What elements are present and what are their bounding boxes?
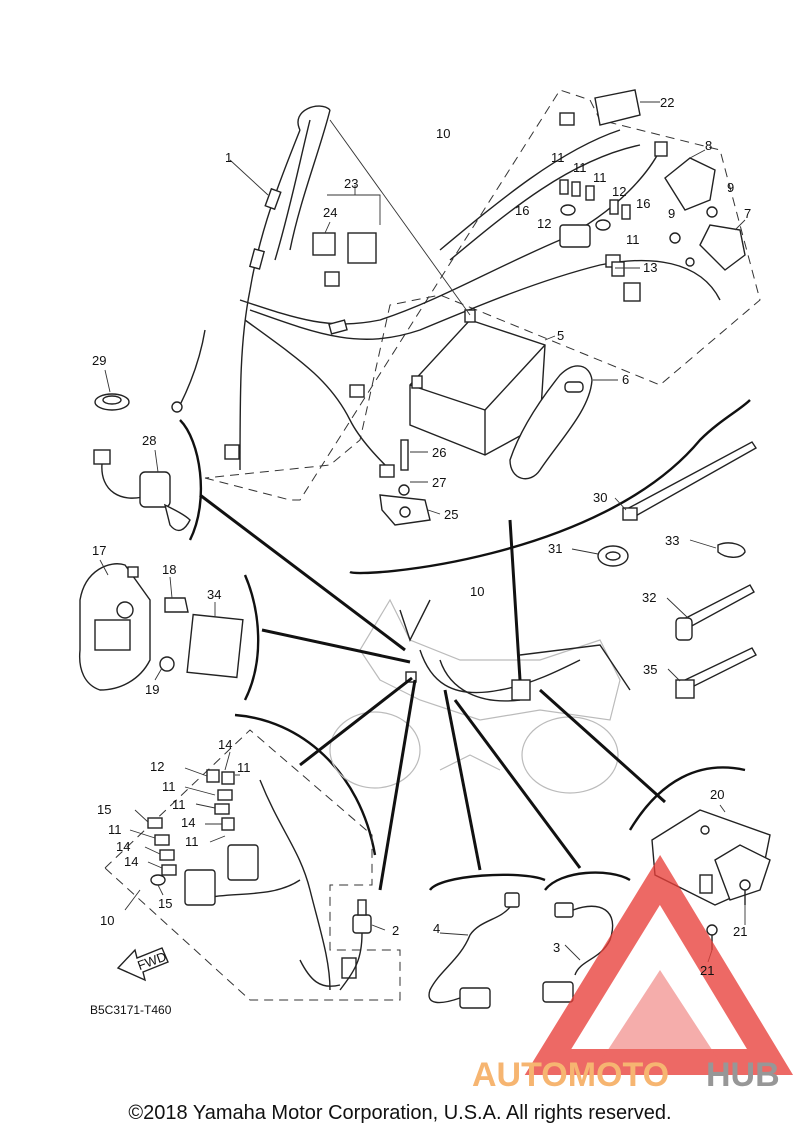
- motorcycle-silhouette: [329, 598, 631, 794]
- callout-11h: 11: [108, 822, 122, 837]
- callout-3: 3: [553, 940, 560, 955]
- callout-4: 4: [433, 921, 440, 936]
- battery-group: [409, 309, 618, 480]
- callout-28: 28: [142, 433, 156, 448]
- callout-12c: 12: [537, 216, 551, 231]
- callout-11f: 11: [172, 797, 186, 812]
- callout-7: 7: [744, 206, 751, 221]
- watermark-brand-1: AUTOMOTO: [472, 1056, 669, 1094]
- callout-32: 32: [642, 590, 656, 605]
- callout-16a: 16: [515, 203, 529, 218]
- upper-region-bracket: [349, 399, 751, 575]
- callout-13: 13: [643, 260, 657, 275]
- box-cover-group: [78, 559, 244, 691]
- lower-left-bracket: [234, 713, 377, 856]
- callout-18: 18: [162, 562, 176, 577]
- callout-9b: 9: [668, 206, 675, 221]
- callout-8: 8: [705, 138, 712, 153]
- callout-27: 27: [432, 475, 446, 490]
- callout-15a: 15: [97, 802, 111, 817]
- pointer-lines: [199, 493, 667, 891]
- upper-harness-group: [171, 89, 761, 501]
- callout-11b: 11: [593, 170, 607, 185]
- callout-31: 31: [548, 541, 562, 556]
- callout-6: 6: [622, 372, 629, 387]
- callout-34: 34: [207, 587, 221, 602]
- ecu-bracket: [628, 766, 746, 831]
- callout-labels: 1 2 3 4 5 6 7 8 9 9 10 10 10 11 11 11 11…: [90, 95, 751, 1017]
- watermark-brand-2: HUB: [706, 1056, 780, 1094]
- callout-23: 23: [344, 176, 358, 191]
- sensor-4-bracket: [429, 873, 546, 891]
- callout-26: 26: [432, 445, 446, 460]
- callout-35: 35: [643, 662, 657, 677]
- callout-21b: 21: [700, 963, 714, 978]
- callout-11c: 11: [626, 232, 640, 247]
- watermark-logo: AUTOMOTO HUB: [472, 855, 794, 1094]
- callout-9a: 9: [727, 180, 734, 195]
- sensor-4-group: [428, 892, 520, 1009]
- callout-14c: 14: [116, 839, 130, 854]
- ecu-group: [651, 804, 771, 963]
- callout-11e: 11: [162, 779, 176, 794]
- callout-21a: 21: [733, 924, 747, 939]
- callout-10c: 10: [100, 913, 114, 928]
- callout-11d: 11: [237, 760, 251, 775]
- callout-20: 20: [710, 787, 724, 802]
- callout-11g: 11: [185, 834, 199, 849]
- callout-5: 5: [557, 328, 564, 343]
- callout-19: 19: [145, 682, 159, 697]
- callout-10b: 10: [470, 584, 484, 599]
- callout-14b: 14: [181, 815, 195, 830]
- callout-22: 22: [660, 95, 674, 110]
- callout-1: 1: [225, 150, 232, 165]
- fwd-label: FWD: [135, 949, 168, 973]
- relay-group: [312, 89, 746, 316]
- sensor-3-bracket: [544, 871, 631, 891]
- left-parts-group: [93, 369, 203, 541]
- bolt-bracket-group: [379, 439, 441, 526]
- copyright-notice: ©2018 Yamaha Motor Corporation, U.S.A. A…: [128, 1102, 672, 1124]
- sensor-2-group: [339, 899, 386, 991]
- callout-25: 25: [444, 507, 458, 522]
- callout-2: 2: [392, 923, 399, 938]
- callout-24: 24: [323, 205, 337, 220]
- callout-12b: 12: [612, 184, 626, 199]
- callout-17: 17: [92, 543, 106, 558]
- callout-14d: 14: [124, 854, 138, 869]
- callout-11a: 11: [573, 160, 587, 175]
- left-region-bracket: [243, 574, 260, 701]
- callout-10a: 10: [436, 126, 450, 141]
- callout-11i: 11: [551, 150, 565, 165]
- callout-33: 33: [665, 533, 679, 548]
- fwd-arrow: FWD: [116, 947, 169, 982]
- ties-clamps-group: [571, 441, 758, 699]
- callout-16b: 16: [636, 196, 650, 211]
- callout-29: 29: [92, 353, 106, 368]
- callout-30: 30: [593, 490, 607, 505]
- callout-12d: 12: [150, 759, 164, 774]
- callout-15b: 15: [158, 896, 172, 911]
- figure-code: B5C3171-T460: [90, 1003, 172, 1017]
- lower-harness-group: [104, 729, 401, 1001]
- callout-14a: 14: [218, 737, 232, 752]
